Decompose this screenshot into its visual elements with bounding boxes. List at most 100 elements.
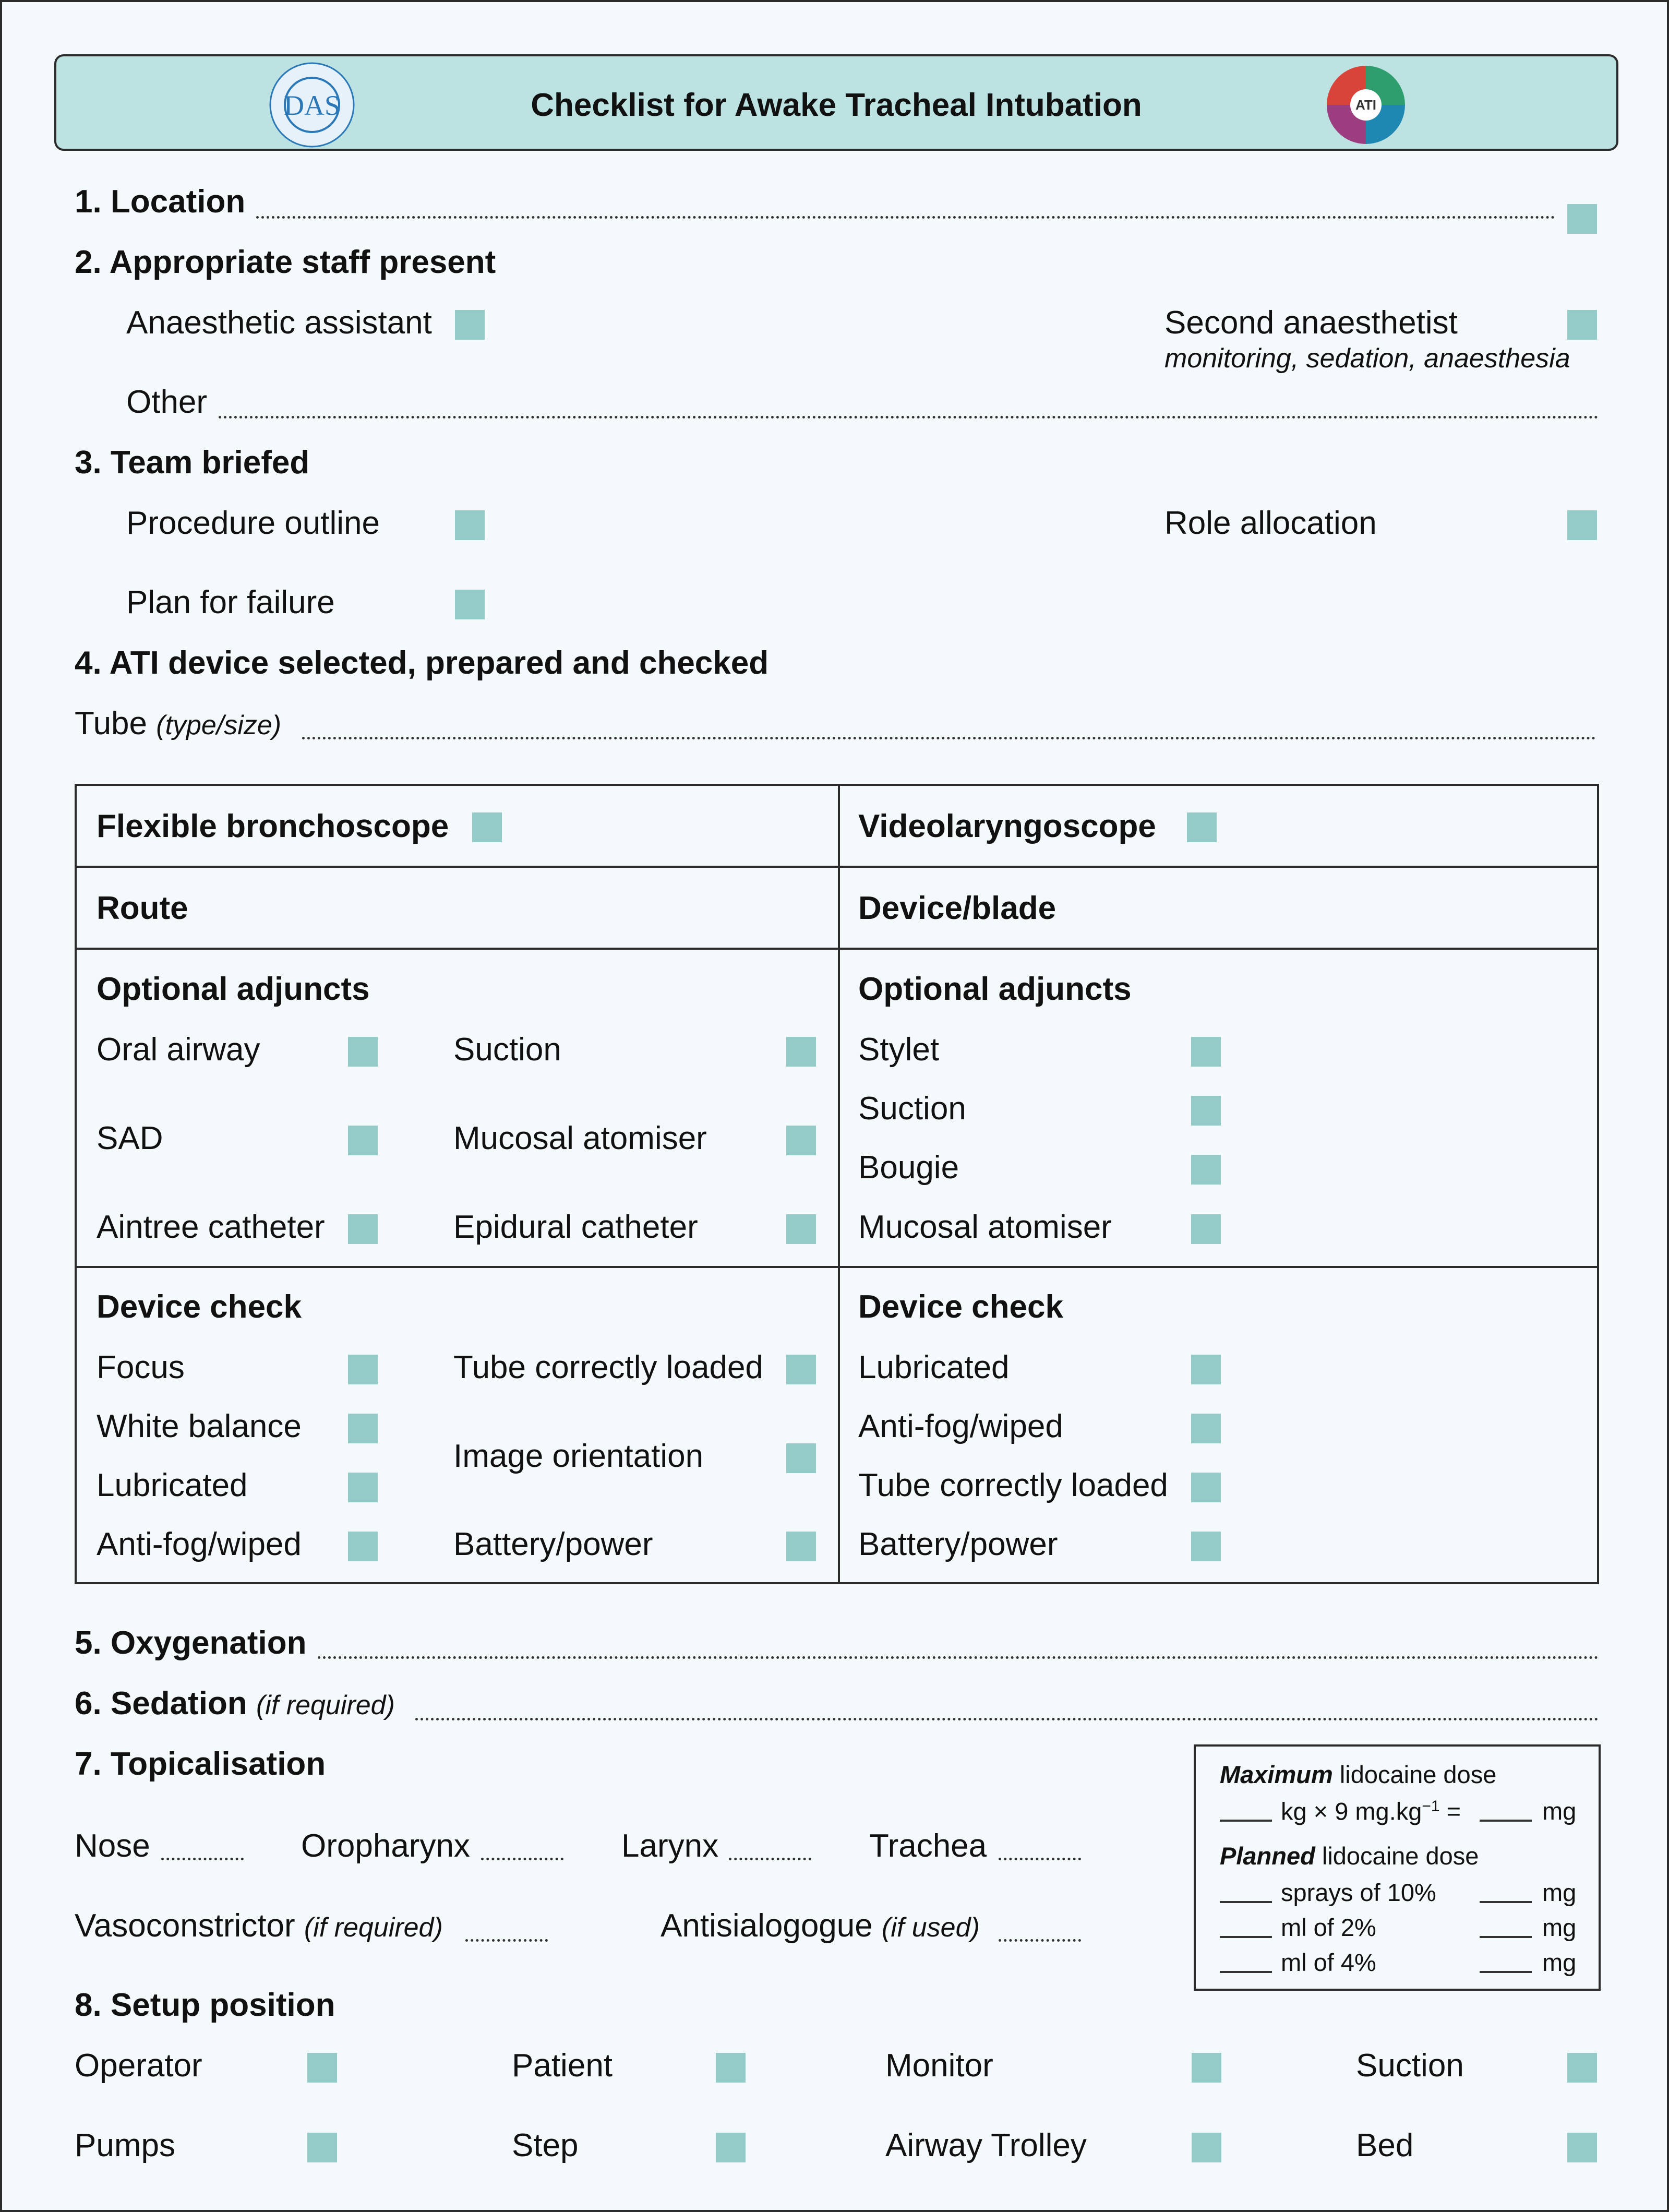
other-staff-label: Other — [126, 384, 208, 420]
anaesthetic-assistant-label: Anaesthetic assistant — [126, 305, 432, 341]
oropharynx-label: Oropharynx — [301, 1828, 470, 1864]
other-staff-field[interactable] — [219, 416, 1599, 419]
setup-operator-checkbox[interactable] — [307, 2053, 337, 2083]
planned-dose-title: Planned lidocaine dose — [1220, 1842, 1479, 1870]
second-anaesthetist-note: monitoring, sedation, anaesthesia — [1164, 343, 1570, 374]
vl-device-label: Device/blade — [858, 890, 1056, 926]
vl-adjuncts-title: Optional adjuncts — [858, 971, 1132, 1007]
ml4-label: ml of 4% — [1281, 1948, 1376, 1976]
ml4-count-field[interactable] — [1220, 1971, 1272, 1973]
vl-lubricated-checkbox[interactable] — [1191, 1355, 1221, 1384]
fb-checkbox[interactable] — [472, 812, 502, 842]
section6-title: 6. Sedation (if required) — [75, 1685, 395, 1721]
procedure-outline-label: Procedure outline — [126, 505, 380, 541]
setup-suction-checkbox[interactable] — [1567, 2053, 1597, 2083]
ml2-mg-field[interactable] — [1480, 1936, 1532, 1938]
svg-text:ATI: ATI — [1355, 97, 1376, 113]
vl-adjunct-atomiser: Mucosal atomiser — [858, 1209, 1112, 1245]
antisialogogue-field[interactable] — [999, 1939, 1081, 1942]
fb-tube-loaded-checkbox[interactable] — [786, 1355, 816, 1384]
fb-sad-checkbox[interactable] — [348, 1126, 378, 1155]
ml4-mg-field[interactable] — [1480, 1971, 1532, 1973]
setup-pumps-label: Pumps — [75, 2127, 175, 2163]
vl-antifog-checkbox[interactable] — [1191, 1414, 1221, 1443]
section5-title: 5. Oxygenation — [75, 1625, 307, 1661]
ati-device-table: Flexible bronchoscope Route Optional adj… — [75, 784, 1599, 1584]
vasoconstrictor-field[interactable] — [465, 1939, 548, 1942]
section1-title: 1. Location — [75, 184, 246, 220]
antisialogogue-label: Antisialogogue (if used) — [661, 1908, 980, 1944]
fb-check-focus: Focus — [97, 1349, 185, 1385]
fb-adjuncts-title: Optional adjuncts — [97, 971, 370, 1007]
tube-field[interactable] — [302, 737, 1596, 739]
fb-antifog-checkbox[interactable] — [348, 1532, 378, 1561]
fb-check-battery: Battery/power — [453, 1526, 653, 1562]
vl-adjunct-bougie: Bougie — [858, 1150, 959, 1186]
vl-checkbox[interactable] — [1187, 812, 1217, 842]
max-dose-unit: mg — [1542, 1797, 1577, 1825]
vl-stylet-checkbox[interactable] — [1191, 1037, 1221, 1067]
sedation-field[interactable] — [415, 1718, 1599, 1720]
vasoconstrictor-label: Vasoconstrictor (if required) — [75, 1908, 443, 1944]
fb-adjunct-aintree: Aintree catheter — [97, 1209, 325, 1245]
fb-check-tube-loaded: Tube correctly loaded — [453, 1349, 763, 1385]
section2-title: 2. Appropriate staff present — [75, 244, 496, 280]
fb-battery-checkbox[interactable] — [786, 1532, 816, 1561]
nose-label: Nose — [75, 1828, 150, 1864]
weight-field[interactable] — [1220, 1820, 1272, 1822]
vl-battery-checkbox[interactable] — [1191, 1532, 1221, 1561]
plan-for-failure-checkbox[interactable] — [455, 590, 485, 619]
section4-title: 4. ATI device selected, prepared and che… — [75, 645, 769, 681]
setup-bed-checkbox[interactable] — [1567, 2133, 1597, 2162]
plan-for-failure-label: Plan for failure — [126, 584, 335, 620]
lidocaine-dose-box: Maximum lidocaine dose kg × 9 mg.kg−1 = … — [1194, 1744, 1601, 1991]
ml2-label: ml of 2% — [1281, 1914, 1376, 1941]
larynx-field[interactable] — [729, 1858, 811, 1860]
ml2-mg-unit: mg — [1542, 1914, 1577, 1941]
vl-tube-loaded-checkbox[interactable] — [1191, 1473, 1221, 1502]
fb-focus-checkbox[interactable] — [348, 1355, 378, 1384]
fb-check-lubricated: Lubricated — [97, 1467, 248, 1503]
fb-check-antifog: Anti-fog/wiped — [97, 1526, 302, 1562]
fb-image-orientation-checkbox[interactable] — [786, 1443, 816, 1473]
fb-lubricated-checkbox[interactable] — [348, 1473, 378, 1502]
vl-bougie-checkbox[interactable] — [1191, 1155, 1221, 1185]
fb-epidural-checkbox[interactable] — [786, 1214, 816, 1244]
fb-aintree-checkbox[interactable] — [348, 1214, 378, 1244]
fb-white-balance-checkbox[interactable] — [348, 1414, 378, 1443]
setup-patient-label: Patient — [512, 2048, 613, 2084]
ml2-count-field[interactable] — [1220, 1936, 1272, 1938]
fb-atomiser-checkbox[interactable] — [786, 1126, 816, 1155]
sprays-count-field[interactable] — [1220, 1901, 1272, 1903]
procedure-outline-checkbox[interactable] — [455, 510, 485, 540]
fb-check-image-orientation: Image orientation — [453, 1438, 704, 1474]
trachea-field[interactable] — [999, 1858, 1081, 1860]
second-anaesthetist-checkbox[interactable] — [1567, 310, 1597, 340]
location-field[interactable] — [256, 216, 1555, 219]
setup-monitor-checkbox[interactable] — [1192, 2053, 1221, 2083]
sprays-mg-field[interactable] — [1480, 1901, 1532, 1903]
setup-pumps-checkbox[interactable] — [307, 2133, 337, 2162]
oropharynx-field[interactable] — [481, 1858, 563, 1860]
svg-text:DAS: DAS — [284, 90, 340, 121]
header-banner: DAS Checklist for Awake Tracheal Intubat… — [54, 54, 1618, 151]
vl-suction-checkbox[interactable] — [1191, 1096, 1221, 1126]
max-dose-field[interactable] — [1480, 1820, 1532, 1822]
location-checkbox[interactable] — [1567, 204, 1597, 234]
vl-adjunct-stylet: Stylet — [858, 1032, 940, 1068]
vl-check-title: Device check — [858, 1289, 1063, 1325]
setup-step-checkbox[interactable] — [716, 2133, 746, 2162]
larynx-label: Larynx — [621, 1828, 719, 1864]
fb-oral-airway-checkbox[interactable] — [348, 1037, 378, 1067]
nose-field[interactable] — [161, 1858, 244, 1860]
fb-suction-checkbox[interactable] — [786, 1037, 816, 1067]
setup-patient-checkbox[interactable] — [716, 2053, 746, 2083]
role-allocation-checkbox[interactable] — [1567, 510, 1597, 540]
section3-title: 3. Team briefed — [75, 445, 310, 481]
vl-atomiser-checkbox[interactable] — [1191, 1214, 1221, 1244]
setup-airway-trolley-checkbox[interactable] — [1192, 2133, 1221, 2162]
anaesthetic-assistant-checkbox[interactable] — [455, 310, 485, 340]
second-anaesthetist-label: Second anaesthetist — [1164, 305, 1458, 341]
oxygenation-field[interactable] — [318, 1656, 1599, 1659]
setup-bed-label: Bed — [1356, 2127, 1414, 2163]
